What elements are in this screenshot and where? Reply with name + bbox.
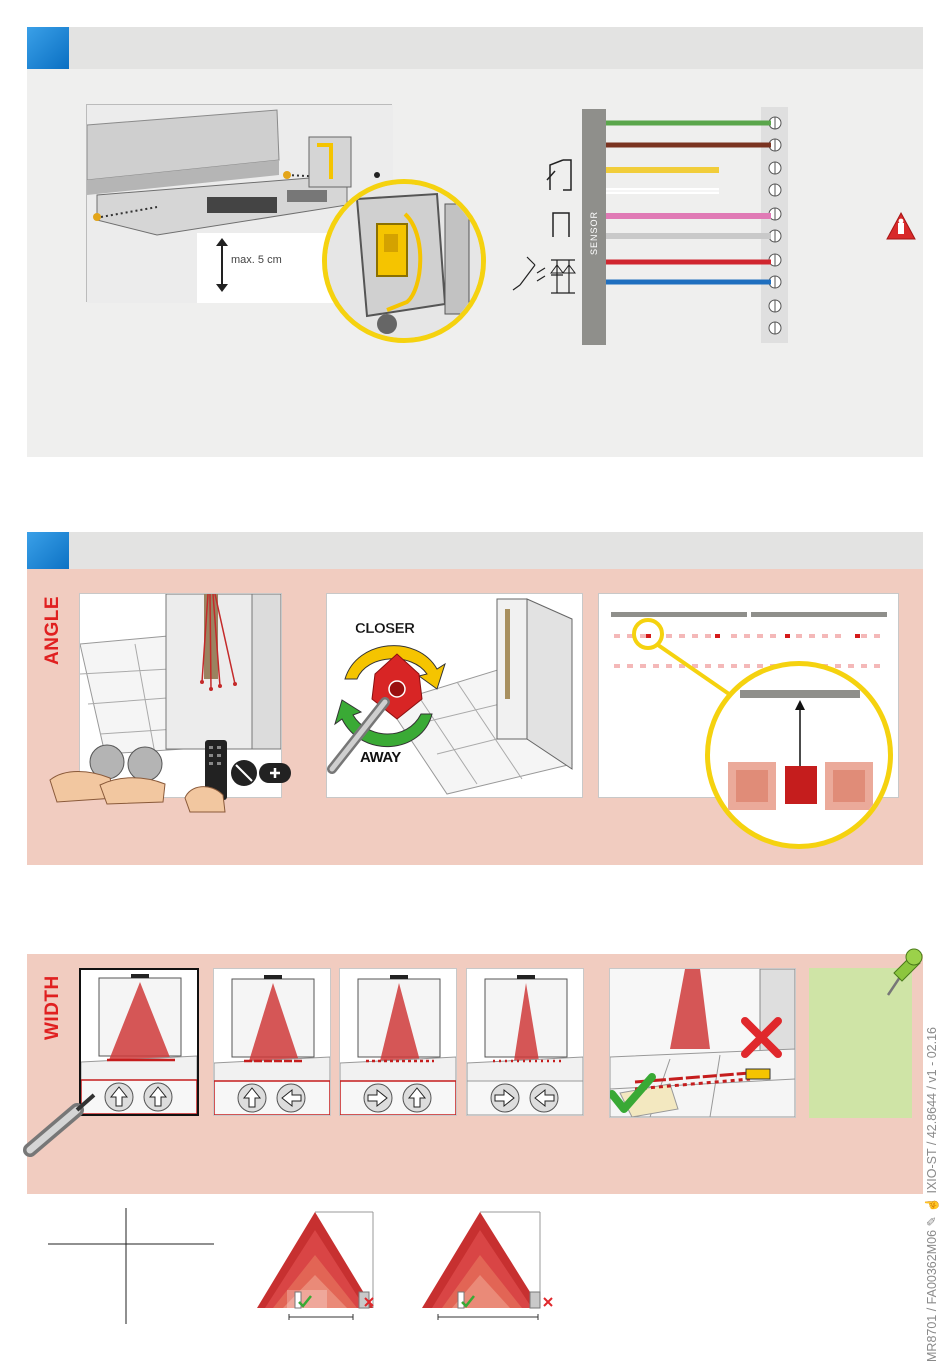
hands-remote-illustration — [45, 740, 295, 815]
away-label: AWAY — [360, 749, 401, 766]
cross-lines-diagram — [48, 1208, 214, 1324]
width-panel-3 — [339, 968, 457, 1116]
screwdriver-illustration — [22, 1085, 102, 1160]
zoom-detail-circle — [322, 179, 486, 343]
coverage-diagram-1 — [255, 1210, 385, 1322]
pushpin-icon — [880, 945, 925, 1000]
width-panel-4 — [466, 968, 584, 1116]
angle-label: ANGLE — [42, 596, 64, 665]
sensor-label: SENSOR — [589, 211, 599, 255]
section-marker — [27, 27, 69, 69]
closer-label: CLOSER — [355, 620, 415, 637]
zoom-detail-drawing — [327, 184, 481, 338]
width-panel-validation — [609, 968, 796, 1118]
detection-zoom-circle — [705, 661, 893, 849]
document-footer: MR8701 / FA00362M06 ✎ ☝ IXIO-ST / 42.864… — [924, 1027, 940, 1362]
angle-panel-closer-away: CLOSER AWAY — [326, 593, 583, 798]
width-panel-2 — [213, 968, 331, 1116]
wiring-drawing — [505, 105, 795, 350]
max-distance-label: max. 5 cm — [231, 254, 282, 266]
wiring-diagram: SENSOR — [505, 105, 795, 350]
section-header-adjustment — [27, 532, 923, 574]
detection-zoom-drawing — [710, 666, 888, 844]
section-header-installation — [27, 27, 923, 69]
section-marker — [27, 532, 69, 574]
warning-icon — [885, 211, 917, 241]
coverage-diagram-2 — [420, 1210, 565, 1322]
width-label: WIDTH — [42, 975, 64, 1040]
